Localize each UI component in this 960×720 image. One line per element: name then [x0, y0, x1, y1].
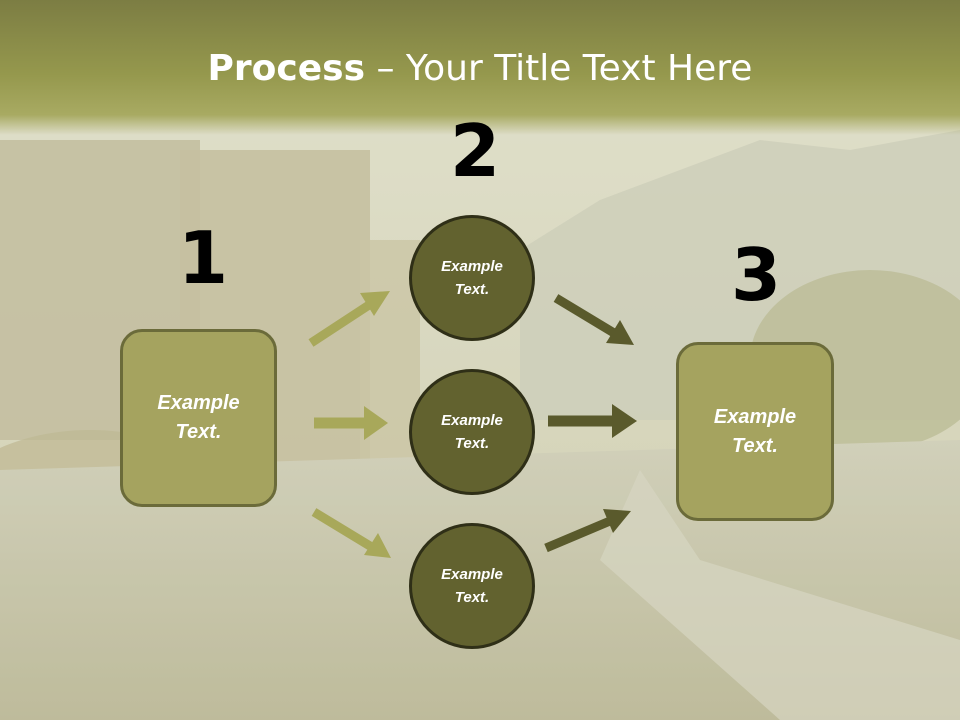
slide-title: Process – Your Title Text Here	[0, 48, 960, 89]
circle-bottom-line-2: Text.	[454, 589, 490, 606]
circle-middle-text: Example Text.	[441, 409, 503, 455]
title-bold: Process	[207, 48, 366, 89]
circle-middle-line-1: Example	[441, 412, 503, 429]
end-box-line-1: Example	[713, 405, 797, 428]
circle-top-line-1: Example	[441, 258, 503, 275]
arrow-left-to-bottom	[311, 508, 391, 558]
start-box-line-2: Text.	[175, 421, 222, 443]
step-number-1: 1	[178, 216, 229, 300]
title-rest: – Your Title Text Here	[365, 48, 753, 89]
start-box[interactable]: Example Text.	[120, 329, 277, 507]
arrow-bottom-to-right	[544, 509, 631, 553]
circle-bottom[interactable]: Example Text.	[409, 523, 535, 649]
title-band	[0, 0, 960, 135]
step-number-2: 2	[450, 109, 501, 193]
end-box-text: Example Text.	[714, 403, 796, 461]
end-box[interactable]: Example Text.	[676, 342, 834, 521]
circle-middle[interactable]: Example Text.	[409, 369, 535, 495]
start-box-text: Example Text.	[157, 389, 239, 447]
circle-bottom-text: Example Text.	[441, 563, 503, 609]
start-box-line-1: Example	[157, 392, 240, 414]
step-number-3: 3	[731, 233, 782, 317]
arrow-mid-to-right	[548, 404, 637, 438]
circle-top-line-2: Text.	[454, 281, 490, 298]
arrow-top-to-right	[553, 294, 634, 345]
circle-top-text: Example Text.	[441, 255, 503, 301]
circle-bottom-line-1: Example	[441, 566, 503, 583]
arrow-left-to-mid	[314, 406, 388, 440]
end-box-line-2: Text.	[732, 434, 778, 457]
circle-top[interactable]: Example Text.	[409, 215, 535, 341]
circle-middle-line-2: Text.	[454, 435, 490, 452]
arrow-left-to-top	[308, 291, 390, 347]
